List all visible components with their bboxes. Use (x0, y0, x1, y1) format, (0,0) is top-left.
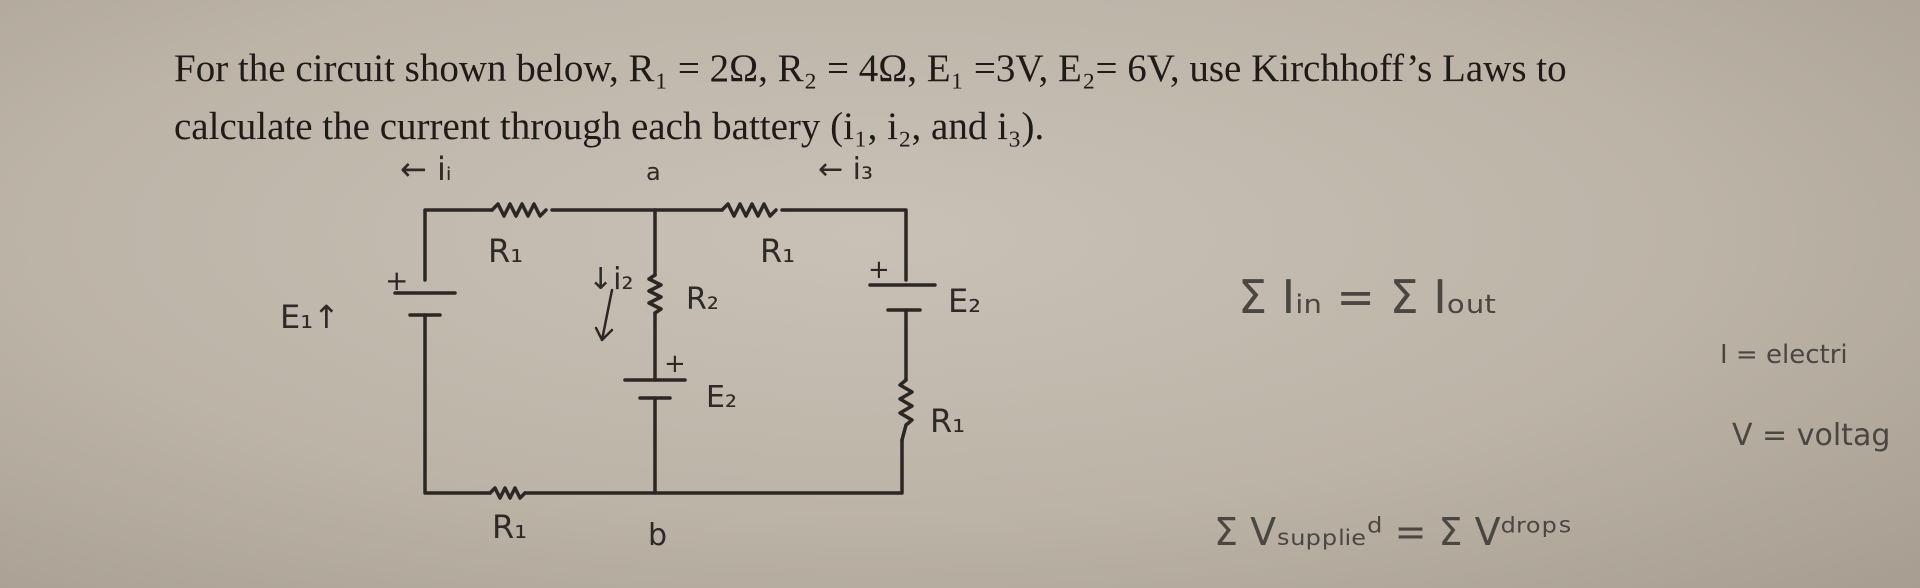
label-i2: ↓i₂ (588, 262, 634, 297)
label-r1-right: R₁ (930, 402, 966, 440)
resistor-r1-top-left (490, 202, 548, 218)
battery-e2-middle-plus: + (664, 349, 686, 379)
arrow-i2-direction (594, 288, 614, 342)
wire-left-bottom (423, 313, 492, 495)
label-i1-current: ← iᵢ (400, 150, 452, 188)
label-node-b: b (648, 518, 668, 553)
label-r2: R₂ (686, 282, 719, 317)
label-e2-middle: E₂ (706, 380, 737, 415)
note-current-definition: I = electri (1720, 340, 1848, 370)
label-r1-top-right: R₁ (760, 232, 796, 270)
label-node-a: a (646, 158, 661, 186)
label-e2-right: E₂ (948, 282, 982, 320)
problem-line-2: calculate the current through each batte… (174, 105, 1045, 148)
wire-top-right (780, 208, 908, 282)
wire-left-top (423, 208, 494, 282)
kirchhoff-current-law: Σ Iᵢₙ = Σ Iₒᵤₜ (1238, 270, 1499, 324)
label-e1: E₁↑ (280, 298, 340, 336)
kirchhoff-voltage-law: Σ Vₛᵤₚₚₗᵢₑᵈ = Σ Vᵈʳᵒᵖˢ (1214, 510, 1573, 554)
label-r1-top-left: R₁ (488, 232, 524, 270)
problem-line-1: For the circuit shown below, R₁ = 2Ω, R₂… (174, 47, 1567, 90)
note-voltage-definition: V = voltag (1732, 418, 1891, 453)
wire-bottom (523, 438, 904, 495)
label-i3-current: ← i₃ (818, 152, 874, 187)
resistor-r2 (647, 273, 663, 315)
battery-e1-plus: + (385, 264, 408, 297)
battery-e2-right-plus: + (868, 255, 890, 285)
resistor-r1-right (898, 378, 914, 442)
resistor-r1-top-right (720, 202, 778, 218)
problem-statement: For the circuit shown below, R₁ = 2Ω, R₂… (174, 40, 1874, 156)
label-r1-bottom: R₁ (492, 508, 528, 546)
resistor-r1-bottom (488, 486, 527, 500)
